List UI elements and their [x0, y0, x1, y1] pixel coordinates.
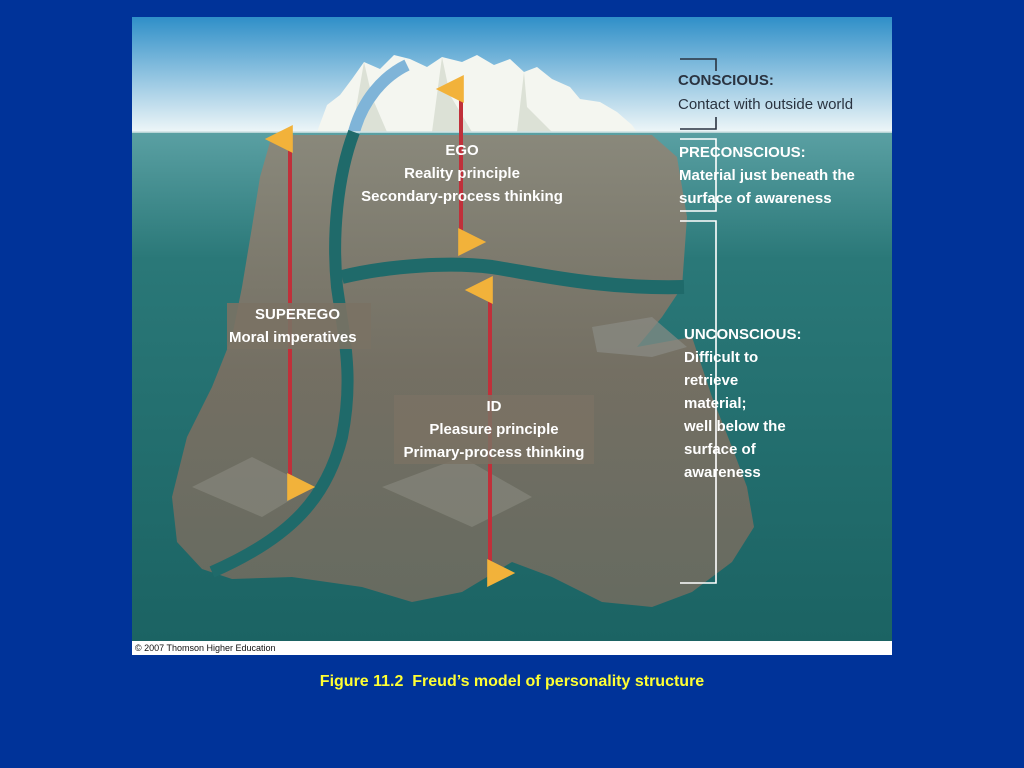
id-label: ID Pleasure principle Primary-process th…	[394, 395, 594, 464]
unconscious-line: retrieve	[684, 372, 739, 389]
superego-line1: Moral imperatives	[229, 329, 357, 346]
unconscious-label: UNCONSCIOUS: Difficult to retrieve mater…	[684, 323, 854, 484]
level-brackets	[680, 58, 717, 584]
ego-title: EGO	[445, 142, 479, 159]
superego-title: SUPEREGO	[255, 306, 341, 323]
id-line2: Primary-process thinking	[403, 444, 585, 461]
conscious-title: CONSCIOUS:	[678, 72, 774, 89]
ego-line2: Secondary-process thinking	[361, 188, 563, 205]
iceberg-illustration	[132, 17, 892, 641]
conscious-desc: Contact with outside world	[678, 96, 854, 113]
ego-label: EGO Reality principle Secondary-process …	[352, 139, 572, 208]
ego-line1: Reality principle	[404, 165, 520, 182]
figure-caption: Figure 11.2 Freud’s model of personality…	[319, 673, 705, 690]
preconscious-line1: Material just beneath the	[679, 167, 855, 184]
copyright-credit: © 2007 Thomson Higher Education	[132, 641, 892, 655]
unconscious-line: material;	[684, 395, 747, 412]
superego-label: SUPEREGO Moral imperatives	[227, 303, 371, 349]
preconscious-title: PRECONSCIOUS:	[679, 144, 806, 161]
id-title: ID	[486, 398, 502, 415]
id-line1: Pleasure principle	[429, 421, 559, 438]
unconscious-line: Difficult to	[684, 349, 759, 366]
preconscious-label: PRECONSCIOUS: Material just beneath the …	[679, 141, 889, 210]
iceberg-figure: EGO Reality principle Secondary-process …	[132, 17, 892, 655]
preconscious-line2: surface of awareness	[679, 190, 832, 207]
unconscious-title: UNCONSCIOUS:	[684, 326, 802, 343]
unconscious-line: well below the	[684, 418, 786, 435]
conscious-label: CONSCIOUS: Contact with outside world	[678, 69, 853, 117]
unconscious-line: awareness	[684, 464, 761, 481]
unconscious-line: surface of	[684, 441, 756, 458]
